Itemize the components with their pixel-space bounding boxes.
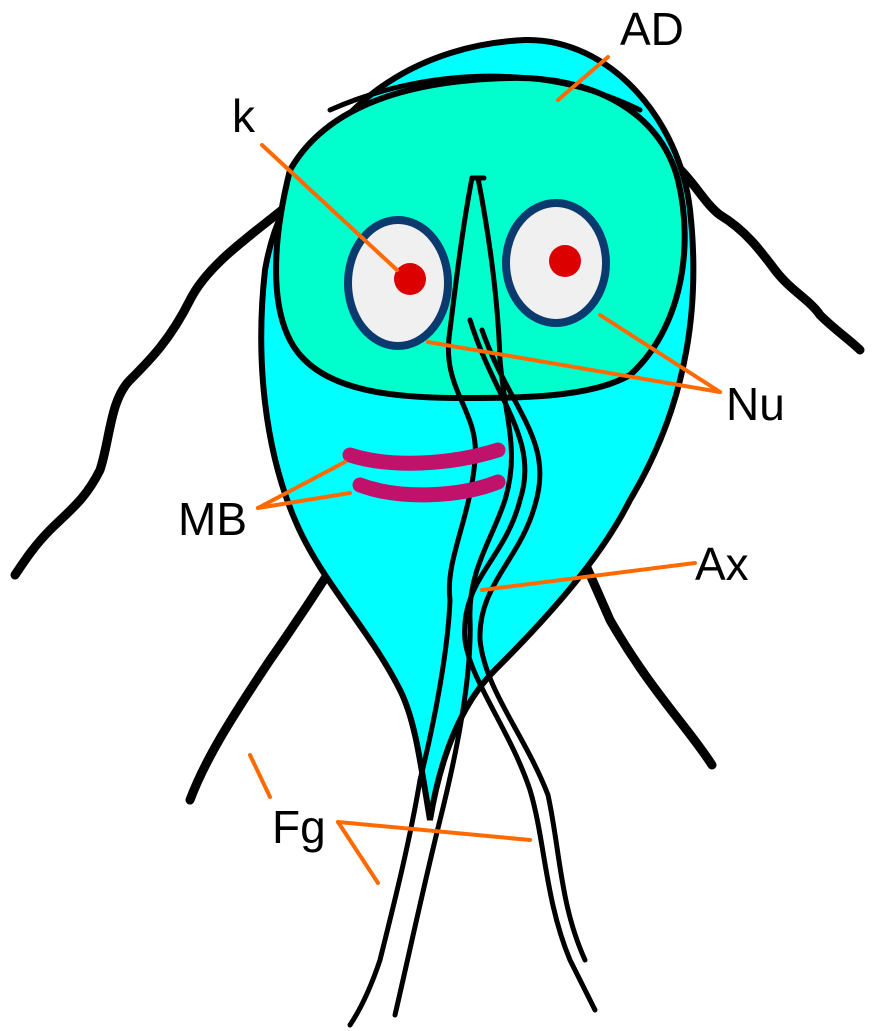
- karyosome-left: [394, 263, 426, 295]
- label-fg: Fg: [272, 801, 326, 853]
- label-ad: AD: [620, 3, 684, 55]
- label-nu: Nu: [726, 378, 785, 430]
- label-ax: Ax: [695, 538, 749, 590]
- label-k: k: [232, 90, 256, 142]
- label-mb: MB: [178, 493, 247, 545]
- karyosome-right: [549, 245, 581, 277]
